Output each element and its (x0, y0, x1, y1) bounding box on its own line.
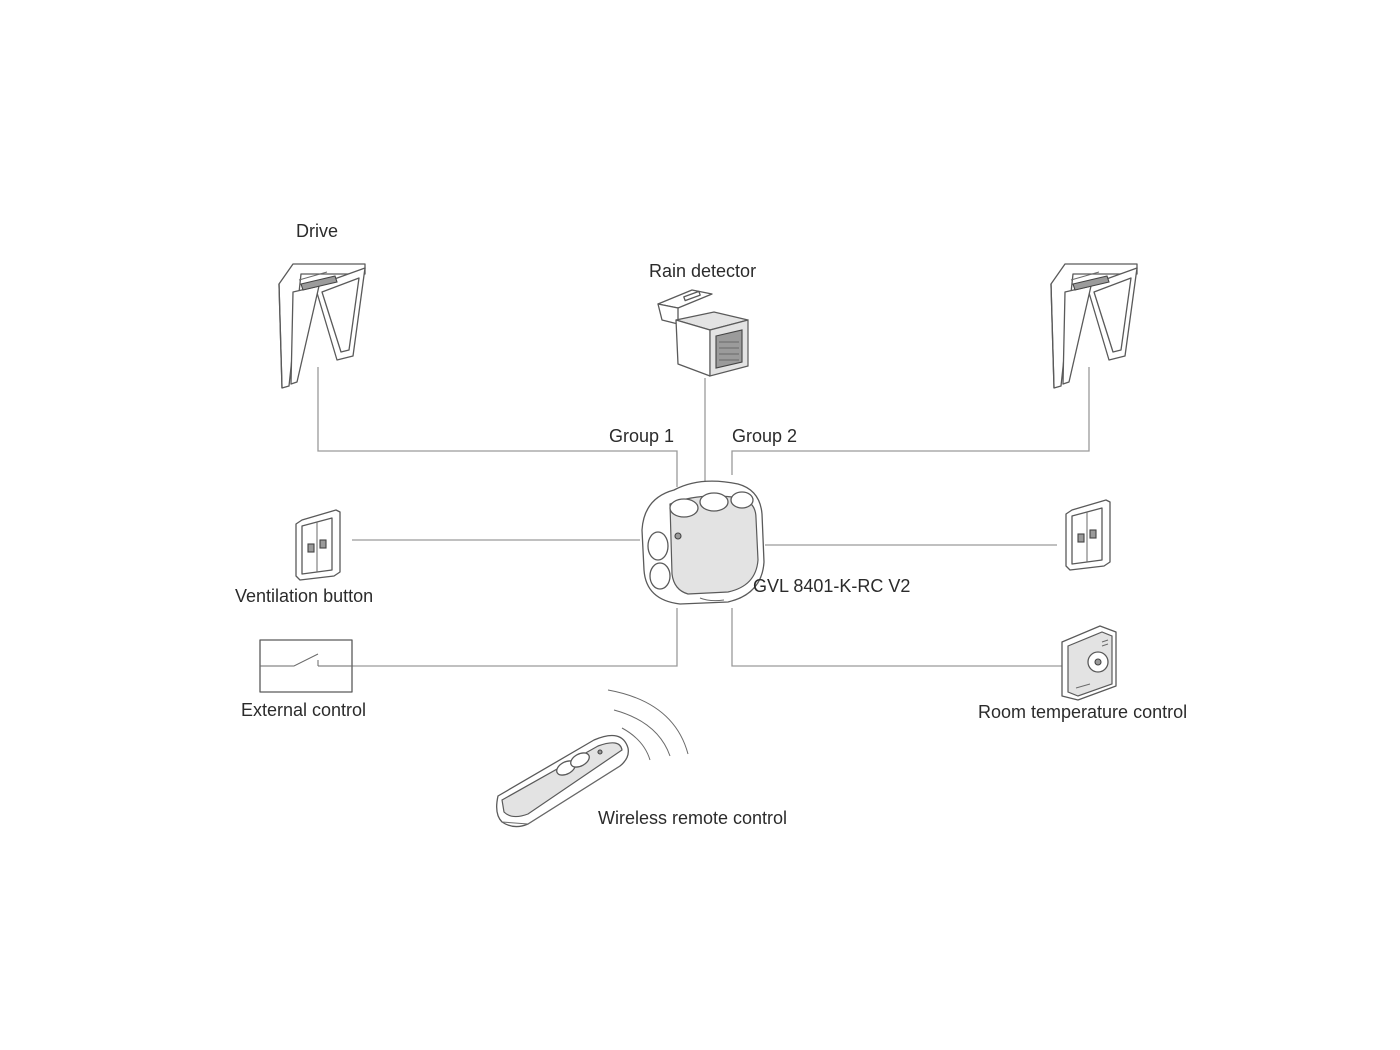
label-drive: Drive (296, 221, 339, 241)
ventilation-button-icon-right (1065, 499, 1111, 571)
rain-detector-icon (657, 289, 749, 377)
wire-external-control (352, 608, 678, 667)
ventilation-button-icon (295, 509, 341, 581)
wireless-remote-control-icon (496, 734, 629, 828)
radio-waves-icon (607, 689, 689, 761)
label-room-temperature-control: Room temperature control (978, 702, 1188, 722)
label-ventilation-button: Ventilation button (235, 586, 374, 606)
room-temperature-control-icon (1061, 625, 1117, 701)
label-external-control: External control (241, 700, 367, 720)
drive-window-icon-right (1050, 263, 1138, 389)
label-wireless-remote-control: Wireless remote control (598, 808, 788, 828)
wire-room-temperature (731, 608, 1062, 667)
label-controller-model: GVL 8401-K-RC V2 (753, 576, 911, 596)
wire-group2-drive (731, 367, 1090, 475)
controller-unit-icon (641, 480, 765, 605)
drive-window-icon (278, 263, 366, 389)
external-control-switch-icon (259, 639, 353, 693)
label-group-1: Group 1 (609, 426, 675, 446)
label-group-2: Group 2 (732, 426, 798, 446)
label-rain-detector: Rain detector (649, 261, 757, 281)
wire-group1-drive (317, 367, 678, 487)
connection-wires (317, 367, 1090, 667)
